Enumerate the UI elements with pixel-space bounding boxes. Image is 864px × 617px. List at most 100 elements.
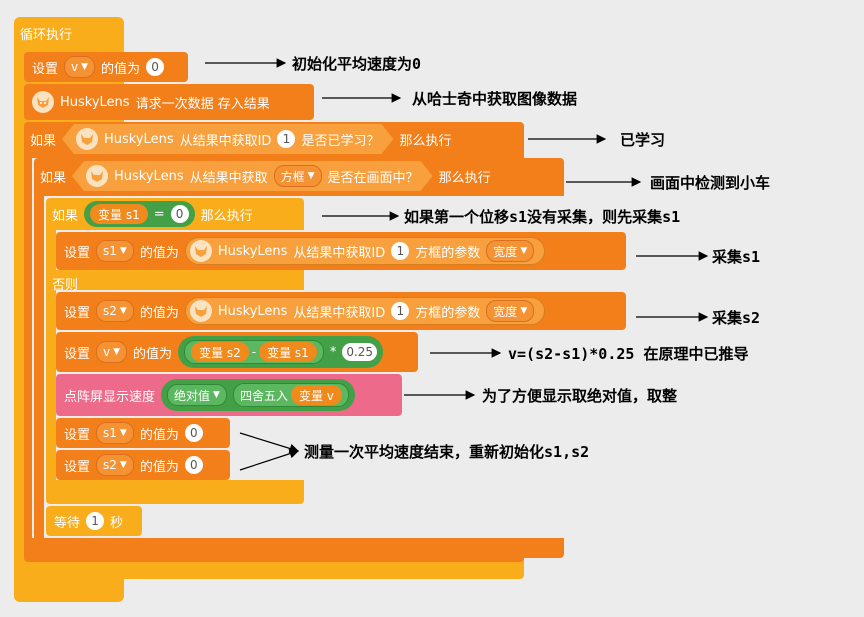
wait-unit: 秒 bbox=[110, 515, 124, 531]
then-label: 那么执行 bbox=[438, 170, 491, 186]
chevron-down-icon: ▼ bbox=[520, 306, 528, 316]
id-input[interactable]: 1 bbox=[391, 242, 410, 260]
value-input[interactable]: 0 bbox=[184, 456, 203, 474]
huskylens-label: HuskyLens bbox=[217, 303, 288, 319]
set-label: 设置 bbox=[64, 245, 91, 261]
huskylens-label: HuskyLens bbox=[114, 168, 184, 184]
huskylens-icon bbox=[32, 91, 54, 113]
value-input[interactable]: 0 bbox=[184, 424, 203, 442]
value-of-label: 的值为 bbox=[101, 61, 141, 77]
value-input[interactable]: 0 bbox=[146, 58, 165, 76]
chevron-down-icon: ▼ bbox=[119, 460, 127, 470]
param-text: 方框的参数 bbox=[415, 305, 481, 321]
reset-s1-block[interactable]: 设置 s1▼ 的值为 0 bbox=[56, 418, 230, 448]
if-label: 如果 bbox=[52, 208, 79, 224]
annotation-learned: 已学习 bbox=[620, 131, 666, 149]
wait-block[interactable]: 等待 1 秒 bbox=[46, 506, 142, 536]
round-reporter[interactable]: 四舍五入 变量 v bbox=[232, 383, 349, 407]
s1-equals-condition[interactable]: 变量 s1 = 0 bbox=[84, 201, 195, 227]
math-op-dropdown[interactable]: 绝对值▼ bbox=[167, 384, 227, 406]
set-label: 设置 bbox=[64, 427, 91, 443]
minus-label: - bbox=[251, 345, 257, 359]
request-text: 请求一次数据 存入结果 bbox=[135, 96, 270, 112]
value-of-label: 的值为 bbox=[139, 305, 179, 321]
then-label: 那么执行 bbox=[200, 208, 253, 224]
var-s1-reporter[interactable]: 变量 s1 bbox=[90, 204, 148, 224]
reset-s2-block[interactable]: 设置 s2▼ 的值为 0 bbox=[56, 450, 230, 480]
annotation-collect-s2: 采集s2 bbox=[712, 309, 761, 327]
then-label: 那么执行 bbox=[399, 133, 452, 149]
annotation-collect-s1: 采集s1 bbox=[712, 248, 761, 266]
chevron-down-icon: ▼ bbox=[119, 306, 127, 316]
set-s2-width-block[interactable]: 设置 s2▼ 的值为 HuskyLens 从结果中获取ID 1 方框的参数 宽度… bbox=[56, 292, 626, 330]
annotation-formula: v=(s2-s1)*0.25 在原理中已推导 bbox=[508, 345, 749, 363]
frame-condition[interactable]: HuskyLens 从结果中获取 方框▼ 是否在画面中？ bbox=[72, 161, 433, 191]
annotation-get-data: 从哈士奇中获取图像数据 bbox=[412, 90, 578, 108]
var-dropdown-s1[interactable]: s1▼ bbox=[96, 422, 134, 444]
huskylens-label: HuskyLens bbox=[60, 94, 130, 110]
learned-condition[interactable]: HuskyLens 从结果中获取ID 1 是否已学习？ bbox=[62, 124, 393, 154]
times-label: * bbox=[329, 344, 337, 360]
compare-value-input[interactable]: 0 bbox=[170, 205, 189, 223]
var-dropdown-s2[interactable]: s2▼ bbox=[96, 454, 134, 476]
chevron-down-icon: ▼ bbox=[119, 246, 127, 256]
multiply-reporter[interactable]: 变量 s2 - 变量 s1 * 0.25 bbox=[178, 336, 384, 368]
value-of-label: 的值为 bbox=[139, 459, 179, 475]
id-input[interactable]: 1 bbox=[391, 302, 410, 320]
display-speed-block[interactable]: 点阵屏显示速度 绝对值▼ 四舍五入 变量 v bbox=[56, 374, 402, 416]
var-dropdown-s2[interactable]: s2▼ bbox=[96, 300, 134, 322]
huskylens-param-reporter[interactable]: HuskyLens 从结果中获取ID 1 方框的参数 宽度▼ bbox=[184, 297, 546, 325]
chevron-down-icon: ▼ bbox=[213, 390, 220, 400]
abs-reporter[interactable]: 绝对值▼ 四舍五入 变量 v bbox=[161, 379, 355, 411]
subtract-reporter[interactable]: 变量 s2 - 变量 s1 bbox=[184, 340, 324, 364]
set-v-block[interactable]: 设置 v▼ 的值为 0 bbox=[24, 52, 188, 82]
factor-input[interactable]: 0.25 bbox=[342, 343, 378, 361]
huskylens-param-reporter[interactable]: HuskyLens 从结果中获取ID 1 方框的参数 宽度▼ bbox=[184, 237, 546, 265]
get-id-text: 从结果中获取ID bbox=[179, 133, 272, 149]
else-label: 否则 bbox=[52, 278, 79, 293]
var-dropdown-v[interactable]: v▼ bbox=[64, 56, 96, 78]
if-s1-header: 如果 变量 s1 = 0 那么执行 bbox=[46, 198, 253, 230]
id-input[interactable]: 1 bbox=[277, 130, 295, 148]
var-s2-reporter[interactable]: 变量 s2 bbox=[191, 342, 249, 362]
set-label: 设置 bbox=[64, 346, 91, 362]
get-id-text: 从结果中获取ID bbox=[293, 305, 386, 321]
set-label: 设置 bbox=[32, 61, 59, 77]
annotation-collect-first: 如果第一个位移s1没有采集，则先采集s1 bbox=[404, 208, 681, 226]
annotation-init-v: 初始化平均速度为0 bbox=[292, 55, 422, 73]
huskylens-icon bbox=[86, 165, 108, 187]
if-learned-header: 如果 HuskyLens 从结果中获取ID 1 是否已学习？ 那么执行 bbox=[24, 122, 451, 156]
annotation-abs-round: 为了方便显示取绝对值，取整 bbox=[482, 387, 678, 405]
param-dropdown[interactable]: 宽度▼ bbox=[486, 300, 535, 322]
var-s1-reporter[interactable]: 变量 s1 bbox=[259, 342, 317, 362]
learned-text: 是否已学习？ bbox=[301, 133, 380, 149]
set-s1-width-block[interactable]: 设置 s1▼ 的值为 HuskyLens 从结果中获取ID 1 方框的参数 宽度… bbox=[56, 232, 626, 270]
if-label: 如果 bbox=[30, 133, 57, 149]
huskylens-icon bbox=[189, 240, 212, 262]
value-of-label: 的值为 bbox=[133, 346, 173, 362]
param-text: 方框的参数 bbox=[415, 245, 481, 261]
set-v-calc-block[interactable]: 设置 v▼ 的值为 变量 s2 - 变量 s1 * 0.25 bbox=[56, 332, 418, 372]
get-id-text: 从结果中获取ID bbox=[293, 245, 386, 261]
chevron-down-icon: ▼ bbox=[520, 246, 528, 256]
if-label: 如果 bbox=[40, 170, 67, 186]
wait-value-input[interactable]: 1 bbox=[86, 512, 105, 530]
set-label: 设置 bbox=[64, 459, 91, 475]
chevron-down-icon: ▼ bbox=[307, 171, 315, 181]
value-of-label: 的值为 bbox=[139, 245, 179, 261]
wait-label: 等待 bbox=[54, 515, 81, 531]
var-dropdown-v[interactable]: v▼ bbox=[96, 341, 128, 363]
huskylens-label: HuskyLens bbox=[104, 131, 174, 147]
huskylens-request-block[interactable]: HuskyLens 请求一次数据 存入结果 bbox=[24, 84, 314, 120]
var-dropdown-s1[interactable]: s1▼ bbox=[96, 240, 134, 262]
huskylens-label: HuskyLens bbox=[217, 243, 288, 259]
value-of-label: 的值为 bbox=[139, 427, 179, 443]
var-v-reporter[interactable]: 变量 v bbox=[290, 385, 342, 405]
display-label: 点阵屏显示速度 bbox=[64, 389, 156, 405]
chevron-down-icon: ▼ bbox=[119, 428, 127, 438]
param-dropdown[interactable]: 宽度▼ bbox=[486, 240, 535, 262]
frame-dropdown[interactable]: 方框▼ bbox=[274, 165, 322, 187]
round-label: 四舍五入 bbox=[239, 388, 288, 403]
loop-hat-label: 循环执行 bbox=[20, 28, 73, 43]
annotation-reset: 测量一次平均速度结束，重新初始化s1,s2 bbox=[304, 443, 590, 461]
